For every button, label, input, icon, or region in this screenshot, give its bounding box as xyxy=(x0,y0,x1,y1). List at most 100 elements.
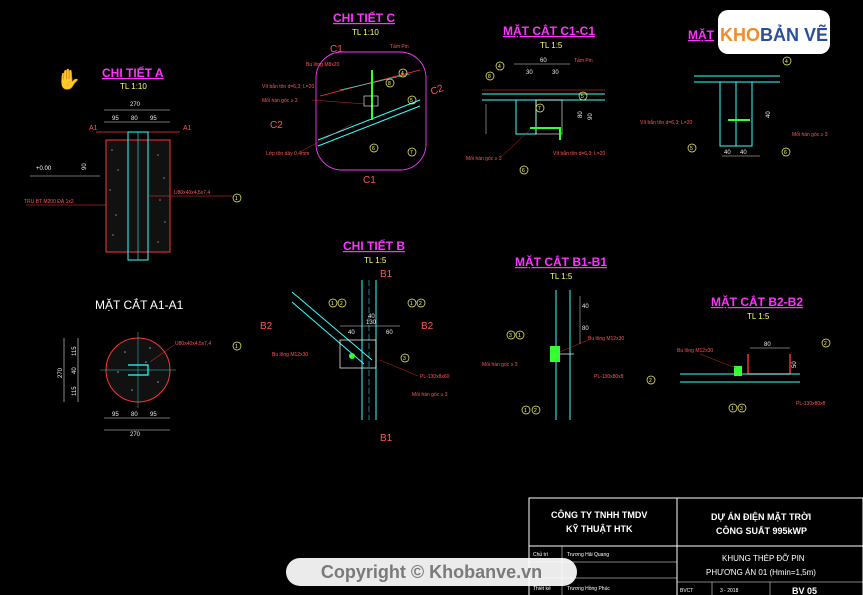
dim-left: 270 xyxy=(58,367,64,378)
cut-label: C1 xyxy=(330,44,343,55)
dim-part: 80 xyxy=(131,116,138,122)
note: Vít bắn tôn d=6,3; L=20 xyxy=(553,150,605,157)
chi-tiet-a-title: CHI TIẾT A xyxy=(102,65,164,80)
note: PL-130x8x60 xyxy=(420,374,450,380)
dim-total: 270 xyxy=(130,432,141,438)
dim-part: 95 xyxy=(150,412,157,418)
dim-part: 95 xyxy=(112,412,119,418)
company-line1: CÔNG TY TNHH TMDV xyxy=(551,509,647,520)
sheet-sub: PHƯƠNG ÁN 01 (Hmin=1,5m) xyxy=(706,568,816,577)
a1-note-channel: U80x40x4,5x7,4 xyxy=(175,341,211,347)
dim: 40 xyxy=(582,304,589,310)
role-2: Thiết kế xyxy=(533,586,551,592)
note-concrete: TRỤ BT M200 ĐÁ 1x2 xyxy=(24,198,74,205)
dim-part: 115 xyxy=(72,346,78,356)
dim-part: 95 xyxy=(112,116,119,122)
cut-label-a1-right: A1 xyxy=(183,125,192,132)
title-block: CÔNG TY TNHH TMDV KỸ THUẬT HTK DỰ ÁN ĐIỆ… xyxy=(528,497,863,595)
person-1: Trương Hải Quang xyxy=(567,552,609,558)
dim-total: 270 xyxy=(130,102,141,108)
cut-label: C2 xyxy=(429,83,445,98)
dim: 40 xyxy=(724,150,731,156)
note: PL-130x80x8 xyxy=(594,374,624,380)
cut-label: C1 xyxy=(363,175,376,186)
marker: 2 xyxy=(649,378,652,384)
marker: 5 xyxy=(690,146,693,152)
marker: 4 xyxy=(498,64,501,70)
dim: 80 xyxy=(764,342,771,348)
marker: 1 xyxy=(235,344,238,350)
dim: 30 xyxy=(526,70,533,76)
note: Mối hàn góc ≥ 3 xyxy=(262,98,298,104)
chi-tiet-b: CHI TIẾT B TL 1:5 B1 B2 B2 B1 40 130 40 … xyxy=(260,238,450,444)
chi-tiet-b-title: CHI TIẾT B xyxy=(343,238,405,253)
note: Mối hàn góc ≥ 3 xyxy=(792,132,828,138)
marker: 6 xyxy=(522,168,525,174)
sheet-no: BV 05 xyxy=(792,586,817,595)
marker: 3 xyxy=(403,356,406,362)
dim: 30 xyxy=(552,70,559,76)
marker: 2 xyxy=(824,341,827,347)
mat-cat-c2-title: MẶT xyxy=(688,27,715,42)
note: Mối hàn góc ≥ 3 xyxy=(466,156,502,162)
dim: 130 xyxy=(366,320,377,326)
marker: 7 xyxy=(410,150,413,156)
dim-part: 115 xyxy=(72,386,78,396)
marker: 1 xyxy=(731,406,734,412)
mat-cat-b1: MẶT CẮT B1-B1 TL 1:5 40 80 Bu lông M12x3… xyxy=(482,254,656,420)
dim: 40 xyxy=(766,111,772,118)
note: Mối hàn góc ≥ 3 xyxy=(412,392,448,398)
marker: 2 xyxy=(340,301,343,307)
project-line2: CÔNG SUẤT 995kWP xyxy=(716,525,807,536)
dim: 40 xyxy=(740,150,747,156)
dim: 40 xyxy=(368,314,375,320)
mat-cat-b2-scale: TL 1:5 xyxy=(747,312,770,321)
note: Tấm Pin xyxy=(390,44,409,50)
chi-tiet-a-scale: TL 1:10 xyxy=(120,82,147,91)
chi-tiet-a: CHI TIẾT A TL 1:10 270 95 80 95 A1 A1 90… xyxy=(24,65,242,261)
dim: 60 xyxy=(386,330,393,336)
chi-tiet-b-scale: TL 1:5 xyxy=(364,256,387,265)
marker: 4 xyxy=(785,59,788,65)
khobanve-logo: KHOBẢN VẼ xyxy=(718,10,830,54)
role-1: Chủ trì xyxy=(533,551,549,558)
chi-tiet-c-scale: TL 1:10 xyxy=(352,28,379,37)
marker: 4 xyxy=(401,71,404,77)
dim: 80 xyxy=(582,326,589,332)
marker: 1 xyxy=(331,301,334,307)
note: Lớp tôn dày 0,4mm xyxy=(266,151,309,157)
logo-k: KHO xyxy=(719,25,760,45)
mat-cat-b1-title: MẶT CẮT B1-B1 xyxy=(515,254,607,269)
note: PL-130x80x8 xyxy=(796,401,826,407)
chi-tiet-c-title: CHI TIẾT C xyxy=(333,10,395,25)
cut-label: B2 xyxy=(260,321,273,332)
project-line1: DỰ ÁN ĐIỆN MẶT TRỜI xyxy=(711,511,811,522)
dim-part: 95 xyxy=(150,116,157,122)
note: Tấm Pin xyxy=(574,58,593,64)
marker: 5 xyxy=(410,98,413,104)
mat-cat-a1: MẶT CẮT A1-A1 U80x40x4,5x7,4 1 95 80 95 … xyxy=(58,297,242,438)
note: Mối hàn góc ≥ 3 xyxy=(482,362,518,368)
mat-cat-b2-title: MẶT CẮT B2-B2 xyxy=(711,294,803,309)
mat-cat-c2: MẶT 40 40 40 Vít bắn tôn d=6,3; L=20 Mối… xyxy=(640,27,828,157)
marker: 2 xyxy=(419,301,422,307)
marker: 5 xyxy=(581,94,584,100)
person-2: Trương Hồng Phúc xyxy=(567,586,610,592)
pan-hand-cursor-icon: ✋ xyxy=(56,69,81,91)
note: Vít bắn tôn d=6,3; L=20 xyxy=(640,119,692,126)
mat-cat-c1-title: MẶT CẮT C1-C1 xyxy=(503,23,595,38)
company-line2: KỸ THUẬT HTK xyxy=(566,523,633,534)
dim: 80 xyxy=(578,111,584,118)
marker: 3 xyxy=(509,333,512,339)
cut-label: B1 xyxy=(380,433,393,444)
note: Bu lông M8x20 xyxy=(306,62,340,68)
chi-tiet-c: CHI TIẾT C TL 1:10 C1 C2 C2 C1 Tấm Pin B… xyxy=(262,10,445,186)
note: Bu lông M12x30 xyxy=(588,336,624,342)
marker: 7 xyxy=(538,106,541,112)
mat-cat-a1-title: MẶT CẮT A1-A1 xyxy=(95,297,184,312)
dim: 60 xyxy=(540,58,547,64)
marker: 6 xyxy=(372,146,375,152)
dim-depth: 90 xyxy=(82,163,88,170)
marker: 1 xyxy=(410,301,413,307)
